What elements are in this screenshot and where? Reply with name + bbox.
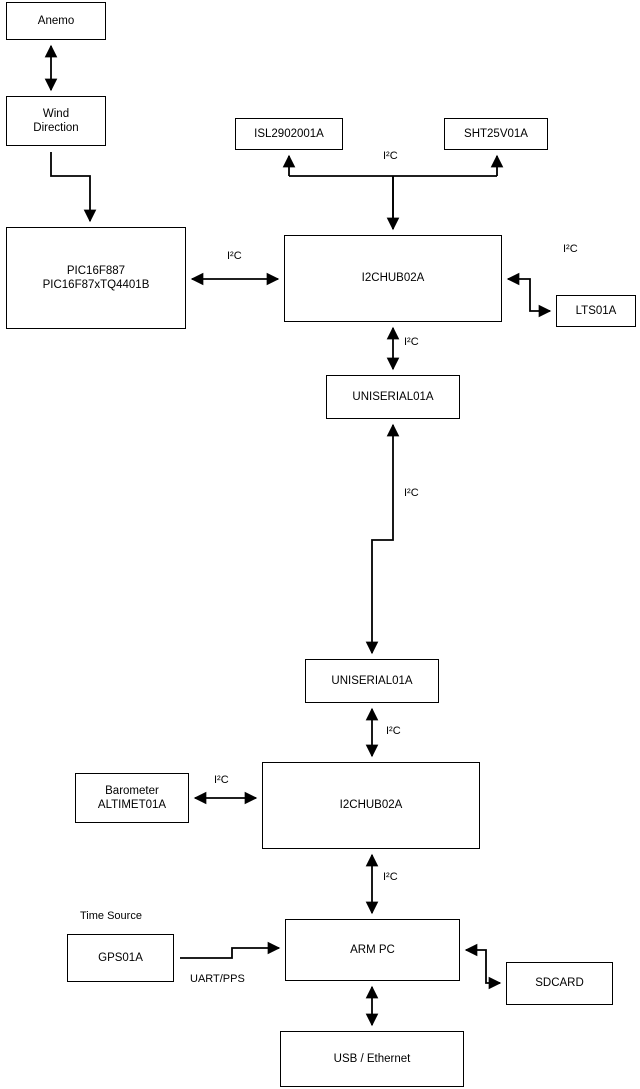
edge-label-uart-pps: UART/PPS (190, 973, 245, 985)
node-label: UNISERIAL01A (352, 390, 434, 403)
edge-label-i2c-hub2-arm: I²C (383, 871, 398, 883)
edge-label-i2c-barometer: I²C (214, 774, 229, 786)
edge-label-i2c-hub-uniserial: I²C (404, 336, 419, 348)
node-label: Wind Direction (33, 107, 79, 134)
node-sdcard: SDCARD (506, 962, 613, 1005)
node-arm-pc: ARM PC (285, 919, 460, 981)
node-uniserial01a-bottom: UNISERIAL01A (305, 659, 439, 703)
node-isl2902001a: ISL2902001A (235, 118, 343, 150)
node-label: Anemo (37, 14, 75, 27)
node-label: LTS01A (575, 304, 617, 317)
node-uniserial01a-top: UNISERIAL01A (326, 375, 460, 419)
edge-label-i2c-lts: I²C (563, 243, 578, 255)
node-sht25v01a: SHT25V01A (444, 118, 548, 150)
node-barometer-altimet01a: Barometer ALTIMET01A (75, 773, 189, 823)
edge-label-i2c-pic-hub: I²C (227, 250, 242, 262)
node-i2chub02a-top: I2CHUB02A (284, 235, 502, 322)
node-pic-mcu: PIC16F887 PIC16F87xTQ4401B (6, 227, 186, 329)
node-anemo: Anemo (6, 2, 106, 40)
node-wind-direction: Wind Direction (6, 96, 106, 146)
node-label: USB / Ethernet (333, 1052, 411, 1065)
node-lts01a: LTS01A (556, 295, 636, 327)
node-label: ARM PC (350, 943, 395, 956)
edge-label-time-source: Time Source (80, 910, 142, 922)
edge-label-i2c-top-bus: I²C (383, 150, 398, 162)
node-gps01a: GPS01A (67, 934, 174, 982)
node-label: GPS01A (98, 951, 143, 964)
node-label: I2CHUB02A (339, 799, 403, 812)
node-label: Barometer ALTIMET01A (97, 784, 167, 811)
edge-label-i2c-link: I²C (404, 487, 419, 499)
node-label: UNISERIAL01A (331, 674, 413, 687)
node-label: SDCARD (535, 977, 584, 990)
node-label: I2CHUB02A (361, 272, 425, 285)
node-label: SHT25V01A (464, 127, 528, 140)
node-label: ISL2902001A (254, 127, 324, 140)
node-label: PIC16F887 PIC16F87xTQ4401B (42, 264, 150, 291)
edge-label-i2c-uniserial-hub2: I²C (386, 725, 401, 737)
node-i2chub02a-bottom: I2CHUB02A (262, 762, 480, 849)
node-usb-ethernet: USB / Ethernet (280, 1031, 464, 1087)
